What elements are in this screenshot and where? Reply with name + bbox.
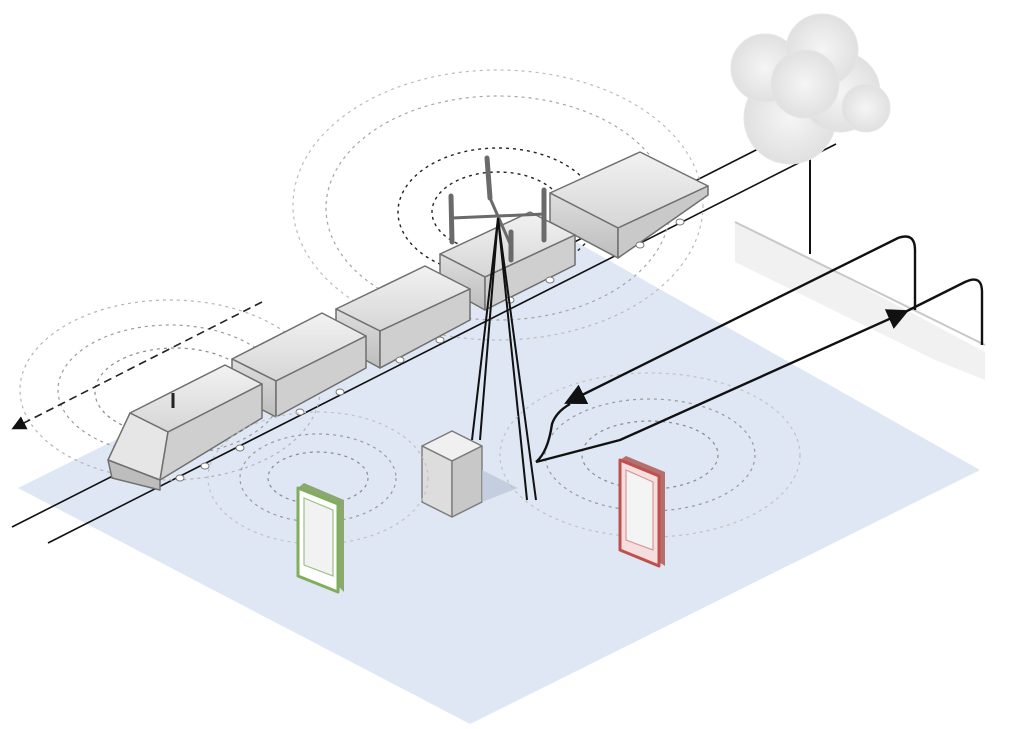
backhaul-links: [535, 235, 984, 464]
antenna-mast-icon: [448, 155, 547, 263]
train-wheels: [175, 218, 685, 482]
road-edge: [734, 221, 986, 346]
base-station-box-icon: [421, 430, 518, 518]
train-icon: [107, 151, 709, 491]
red-phone-signal-rings: [499, 372, 801, 538]
train-locomotive: [107, 364, 263, 491]
cloud-icon: [730, 13, 891, 165]
antenna-feed-wires: [471, 217, 537, 501]
road-surface: [735, 222, 985, 380]
train-car-rear: [549, 151, 709, 259]
phone-red-icon: [618, 456, 665, 568]
train-direction-arrow: [11, 301, 263, 430]
ground-plane: [18, 226, 980, 724]
phone-green-icon: [296, 483, 344, 594]
